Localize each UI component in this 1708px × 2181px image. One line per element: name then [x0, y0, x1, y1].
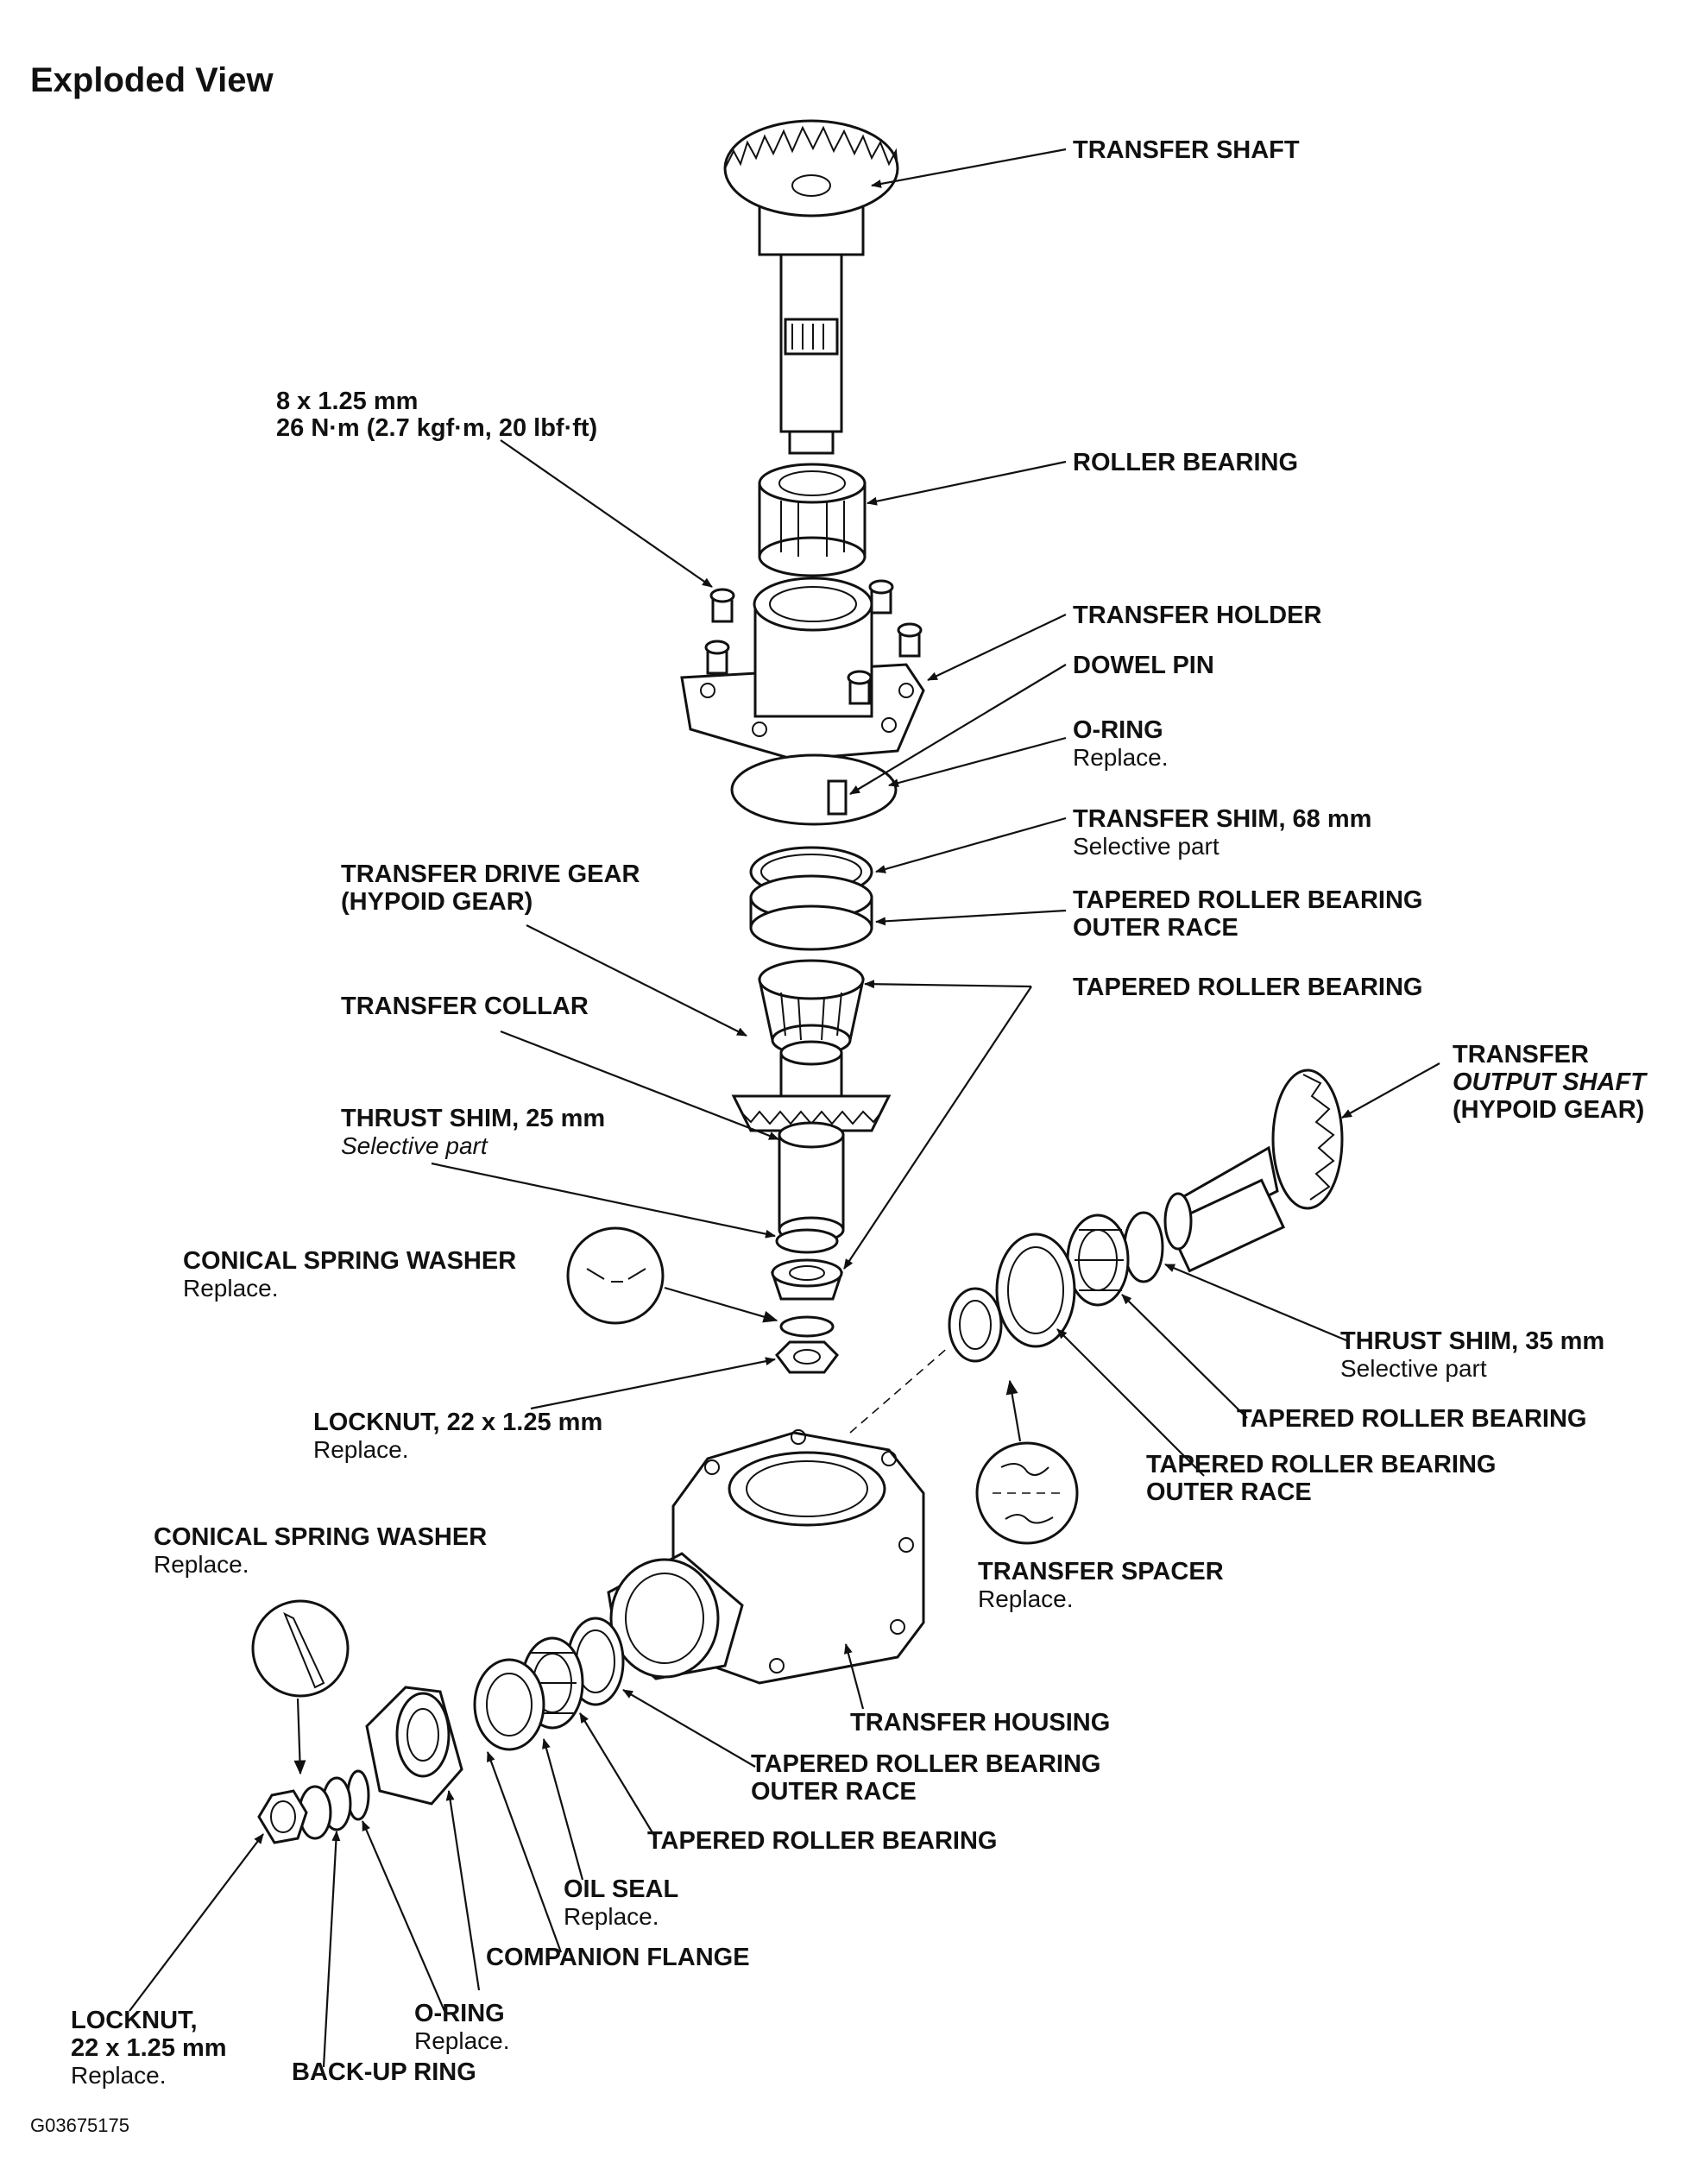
note-locknut-upper: Replace.: [313, 1436, 409, 1463]
label-transfer-collar: TRANSFER COLLAR: [341, 993, 589, 1020]
transfer-spacer-detail: [975, 1379, 1079, 1545]
label-drive-gear-2: (HYPOID GEAR): [341, 888, 533, 916]
label-backup-ring: BACK-UP RING: [292, 2058, 476, 2086]
label-roller-bearing: ROLLER BEARING: [1073, 449, 1298, 476]
label-trb-low: TAPERED ROLLER BEARING: [647, 1827, 997, 1855]
label-trb-outer-race-right-2: OUTER RACE: [1146, 1478, 1312, 1506]
dowel-pin-drawing: [827, 779, 848, 816]
transfer-housing-drawing: [607, 1429, 925, 1685]
label-conical-washer-upper: CONICAL SPRING WASHER: [183, 1247, 516, 1275]
transfer-holder-drawing: [680, 577, 925, 761]
label-trb-outer-race-low-2: OUTER RACE: [751, 1778, 917, 1806]
note-o-ring-low: Replace.: [414, 2027, 510, 2054]
thrust-shim-35-drawing: [1123, 1211, 1164, 1283]
companion-flange-drawing: [365, 1686, 463, 1806]
label-o-ring-top: O-RING: [1073, 716, 1163, 744]
thrust-shim-25-drawing: [775, 1228, 839, 1254]
label-transfer-shaft: TRANSFER SHAFT: [1073, 136, 1300, 164]
label-output-shaft-1: TRANSFER: [1453, 1041, 1589, 1068]
o-ring-top-drawing: [730, 753, 898, 826]
label-transfer-shim-68: TRANSFER SHIM, 68 mm: [1073, 805, 1371, 833]
note-transfer-spacer: Replace.: [978, 1585, 1074, 1612]
label-transfer-spacer: TRANSFER SPACER: [978, 1558, 1224, 1585]
label-trb-outer-race-right-1: TAPERED ROLLER BEARING: [1146, 1451, 1496, 1478]
conical-washer-lower-detail: [251, 1599, 350, 1775]
note-oil-seal: Replace.: [564, 1903, 659, 1930]
note-thrust-shim-25: Selective part: [341, 1132, 488, 1159]
transfer-drive-gear-drawing: [731, 1040, 892, 1132]
label-trb-outer-race-low-1: TAPERED ROLLER BEARING: [751, 1750, 1100, 1778]
trb-outer-race-right-drawing: [995, 1232, 1076, 1348]
label-trb-outer-race-top-2: OUTER RACE: [1073, 914, 1238, 942]
label-locknut-low-2: 22 x 1.25 mm: [71, 2034, 227, 2062]
tapered-roller-bearing-top-drawing: [758, 959, 865, 1056]
label-thrust-shim-25: THRUST SHIM, 25 mm: [341, 1105, 605, 1132]
oil-seal-drawing: [473, 1658, 545, 1751]
note-locknut-low: Replace.: [71, 2062, 167, 2089]
page-title: Exploded View: [30, 61, 274, 99]
label-output-shaft-3: (HYPOID GEAR): [1453, 1096, 1644, 1124]
roller-bearing-drawing: [758, 463, 867, 577]
note-conical-washer-lower: Replace.: [154, 1551, 249, 1578]
transfer-output-shaft-drawing: [1163, 1068, 1344, 1273]
label-o-ring-low: O-RING: [414, 2000, 505, 2027]
conical-washer-upper-detail: [566, 1226, 778, 1325]
label-oil-seal: OIL SEAL: [564, 1875, 678, 1903]
label-drive-gear-1: TRANSFER DRIVE GEAR: [341, 860, 640, 888]
label-bolt-spec-size: 8 x 1.25 mm: [276, 388, 418, 415]
transfer-collar-drawing: [778, 1121, 845, 1244]
label-trb-outer-race-top-1: TAPERED ROLLER BEARING: [1073, 886, 1422, 914]
tapered-roller-bearing-right-drawing: [1066, 1213, 1130, 1307]
note-transfer-shim-68: Selective part: [1073, 833, 1220, 860]
label-conical-washer-lower: CONICAL SPRING WASHER: [154, 1523, 487, 1551]
tapered-roller-bearing-center-drawing: [770, 1258, 844, 1301]
conical-washer-upper-drawing: [779, 1315, 835, 1338]
label-output-shaft-2: OUTPUT SHAFT: [1453, 1068, 1648, 1096]
leader-lines: [129, 148, 1440, 2068]
locknut-low-drawing: [257, 1789, 308, 1844]
label-bolt-spec-torque: 26 N·m (2.7 kgf·m, 20 lbf·ft): [276, 414, 597, 442]
label-transfer-holder: TRANSFER HOLDER: [1073, 602, 1321, 629]
label-dowel-pin: DOWEL PIN: [1073, 652, 1214, 679]
transfer-spacer-drawing: [948, 1287, 1003, 1363]
shim-and-race-top-drawing: [749, 846, 873, 951]
note-o-ring-top: Replace.: [1073, 744, 1169, 771]
label-trb-top: TAPERED ROLLER BEARING: [1073, 974, 1422, 1001]
locknut-upper-drawing: [775, 1340, 839, 1374]
label-trb-right: TAPERED ROLLER BEARING: [1237, 1405, 1586, 1433]
transfer-shaft-drawing: [723, 119, 899, 455]
figure-id: G03675175: [30, 2115, 129, 2136]
centerline-output: [849, 1346, 950, 1434]
label-locknut-low-1: LOCKNUT,: [71, 2007, 198, 2034]
label-locknut-upper: LOCKNUT, 22 x 1.25 mm: [313, 1409, 602, 1436]
label-transfer-housing: TRANSFER HOUSING: [850, 1709, 1110, 1737]
label-thrust-shim-35: THRUST SHIM, 35 mm: [1340, 1327, 1604, 1355]
note-conical-washer-upper: Replace.: [183, 1275, 279, 1302]
label-companion-flange: COMPANION FLANGE: [486, 1944, 750, 1971]
note-thrust-shim-35: Selective part: [1340, 1355, 1487, 1382]
